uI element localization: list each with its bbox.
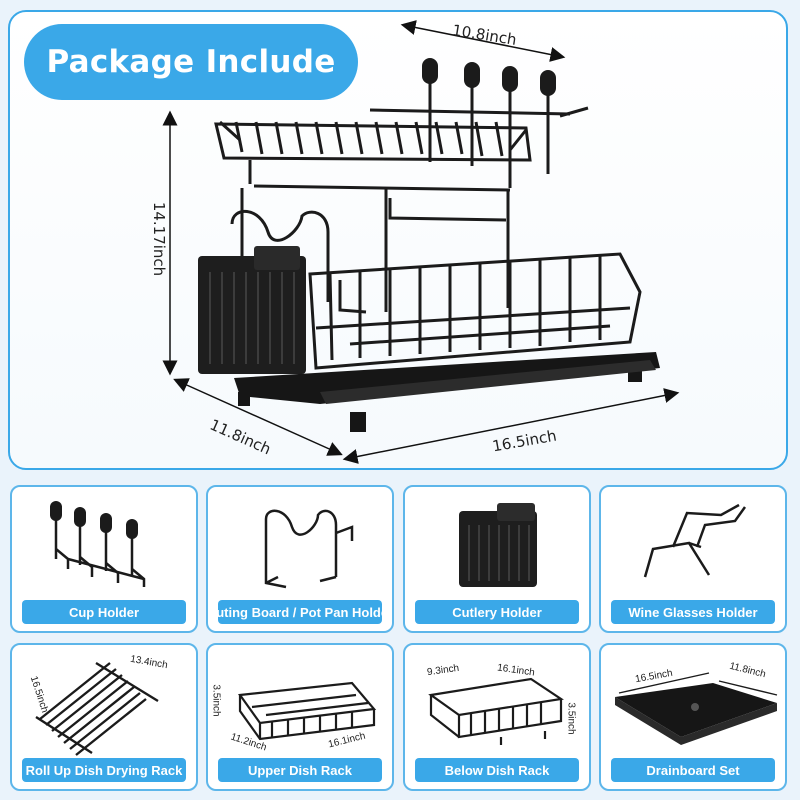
item-label: Below Dish Rack [415, 758, 579, 782]
item-card-below-dish-rack: 9.3inch 16.1inch 3.5inch Below Dish Rack [403, 643, 591, 791]
item-card-cup-holder: Cup Holder [10, 485, 198, 633]
item-card-upper-dish-rack: 3.5inch 11.2inch 16.1inch Upper Dish Rac… [206, 643, 394, 791]
cutlery-holder-icon [459, 503, 537, 587]
upper-dish-rack-icon [238, 681, 377, 741]
package-include-title: Package Include [24, 24, 358, 100]
item-card-cutlery-holder: Cutlery Holder [403, 485, 591, 633]
item-label: Wine Glasses Holder [611, 600, 775, 624]
wine-glasses-holder-icon [643, 503, 747, 578]
item-label: Cutlery Holder [415, 600, 579, 624]
cutting-board-holder-icon [264, 509, 354, 589]
item-label: Cuting Board / Pot Pan Holder [208, 600, 392, 624]
product-hero-panel: Package Include [8, 10, 788, 470]
item-card-roll-up-rack: 16.5inch 13.4inch Roll Up Dish Drying Ra… [10, 643, 198, 791]
cup-holder-icon [50, 501, 146, 587]
upper-dim-height: 3.5inch [210, 684, 222, 717]
item-label: Drainboard Set [611, 758, 775, 782]
item-label: Cup Holder [22, 600, 186, 624]
drainboard-set-icon [615, 672, 778, 745]
dish-rack-illustration [162, 20, 680, 464]
item-card-cutting-board-holder: Cuting Board / Pot Pan Holder [206, 485, 394, 633]
below-dim-height: 3.5inch [565, 702, 577, 735]
dim-height: 14.17inch [150, 201, 169, 277]
roll-up-rack-icon [35, 661, 159, 756]
item-label: Roll Up Dish Drying Rack [22, 758, 186, 782]
item-card-wine-glasses-holder: Wine Glasses Holder [599, 485, 787, 633]
below-dish-rack-icon [428, 677, 564, 745]
item-label: Upper Dish Rack [218, 758, 382, 782]
item-card-drainboard-set: 16.5inch 11.8inch Drainboard Set [599, 643, 787, 791]
